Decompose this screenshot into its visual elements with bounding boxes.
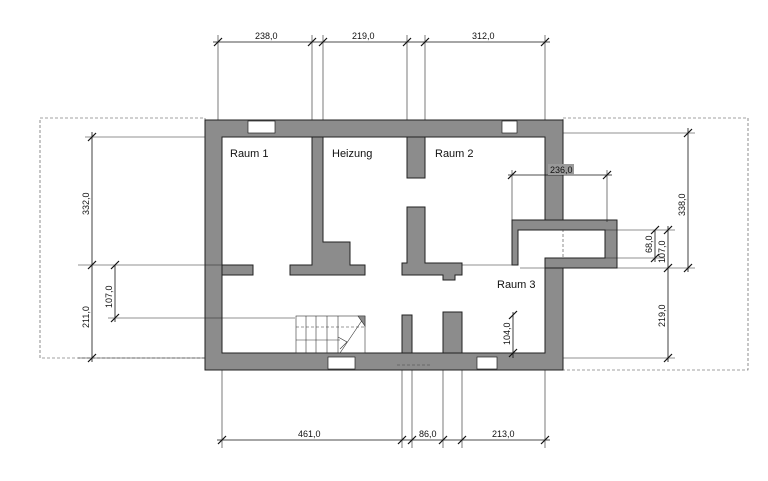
- dim-top-3: 312,0: [472, 31, 495, 41]
- wall-bottom-left-stub: [401, 314, 413, 354]
- dim-bottom-1: 461,0: [298, 429, 321, 439]
- dim-top-2: 219,0: [352, 31, 375, 41]
- wall-heizung-raum2-lower: [401, 206, 463, 281]
- wall-raum1-bottom-left: [221, 264, 254, 276]
- dimension-lines: [91, 41, 689, 441]
- wall-heizung-raum2-upper: [406, 136, 426, 179]
- room-label-raum1: Raum 1: [230, 148, 269, 160]
- extension-lines: [78, 35, 695, 448]
- room-label-raum2: Raum 2: [435, 148, 474, 160]
- window: [476, 356, 498, 370]
- dim-top-1: 238,0: [255, 31, 278, 41]
- staircase: [295, 315, 366, 354]
- dimension-ticks: [87, 37, 693, 445]
- dim-inner-1: 236,0: [550, 165, 573, 175]
- right-dashed-outline: [562, 117, 749, 371]
- room-label-heizung: Heizung: [332, 148, 372, 160]
- annex-wall: [511, 219, 618, 269]
- dim-right-3: 107,0: [657, 240, 667, 263]
- walls: [204, 119, 618, 371]
- room-label-raum3: Raum 3: [497, 279, 536, 291]
- dim-left-1: 332,0: [81, 192, 91, 215]
- window: [247, 120, 276, 134]
- wall-raum1-heizung: [289, 136, 366, 276]
- dim-right-4: 68,0: [644, 235, 654, 253]
- dim-left-2: 211,0: [81, 306, 91, 328]
- dim-bottom-2: 86,0: [419, 429, 437, 439]
- window: [501, 120, 518, 134]
- dim-left-3: 107,0: [104, 285, 114, 308]
- wall-bottom-right-stub: [442, 311, 463, 354]
- dim-inner-2: 104,0: [502, 322, 512, 345]
- dim-right-2: 219,0: [657, 304, 667, 327]
- left-dashed-outline: [39, 117, 206, 359]
- dim-bottom-3: 213,0: [492, 429, 515, 439]
- dim-right-1: 338,0: [677, 193, 687, 216]
- window: [327, 356, 356, 370]
